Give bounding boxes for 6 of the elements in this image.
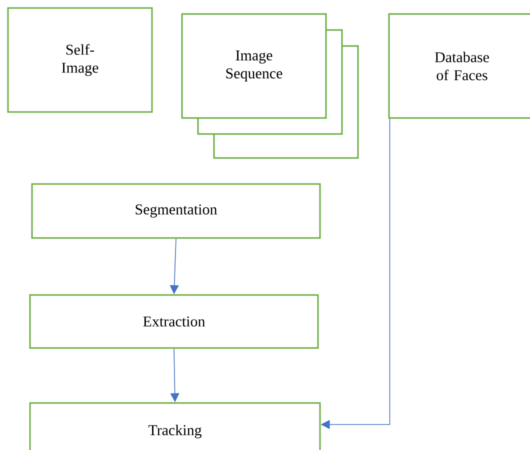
process-box: Tracking bbox=[29, 402, 321, 450]
stacked-boxes: Image Sequence bbox=[181, 13, 359, 159]
process-box: Self-Image bbox=[7, 7, 153, 113]
process-box: Segmentation bbox=[31, 183, 321, 239]
process-box: Database of Faces bbox=[388, 13, 530, 119]
process-box: Extraction bbox=[29, 294, 319, 349]
